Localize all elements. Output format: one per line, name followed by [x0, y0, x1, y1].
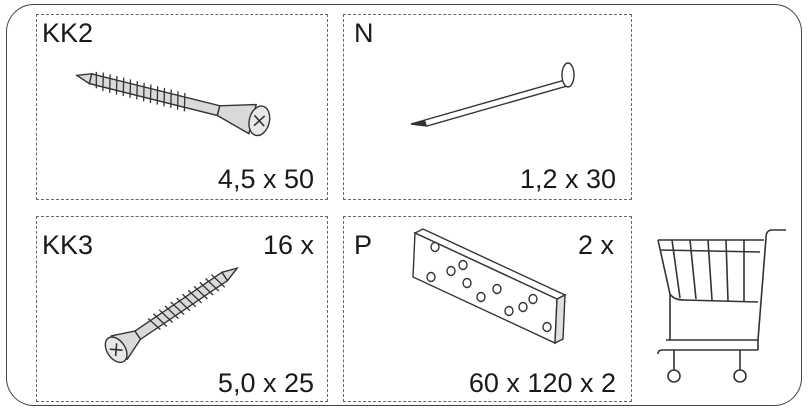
part-code: KK3 — [42, 230, 94, 260]
screw-icon — [74, 71, 271, 137]
nail-icon — [410, 62, 575, 127]
parts-panel-frame — [6, 4, 802, 406]
part-code: P — [354, 230, 373, 260]
part-dimensions: 4,5 x 50 — [217, 164, 314, 194]
part-cell-n — [343, 14, 632, 200]
part-code: KK2 — [42, 18, 94, 48]
part-cell-kk2 — [36, 14, 328, 200]
part-quantity: 16 x — [262, 230, 314, 260]
part-quantity: 2 x — [577, 230, 614, 260]
screw-icon — [104, 266, 240, 364]
part-dimensions: 1,2 x 30 — [519, 164, 616, 194]
shopping-cart-icon — [657, 229, 786, 383]
part-cell-p — [343, 216, 632, 402]
part-dimensions: 60 x 120 x 2 — [468, 368, 616, 398]
part-dimensions: 5,0 x 25 — [217, 368, 314, 398]
part-code: N — [354, 18, 374, 48]
part-cell-kk3 — [36, 216, 328, 402]
perforated-plate-icon — [412, 228, 567, 345]
